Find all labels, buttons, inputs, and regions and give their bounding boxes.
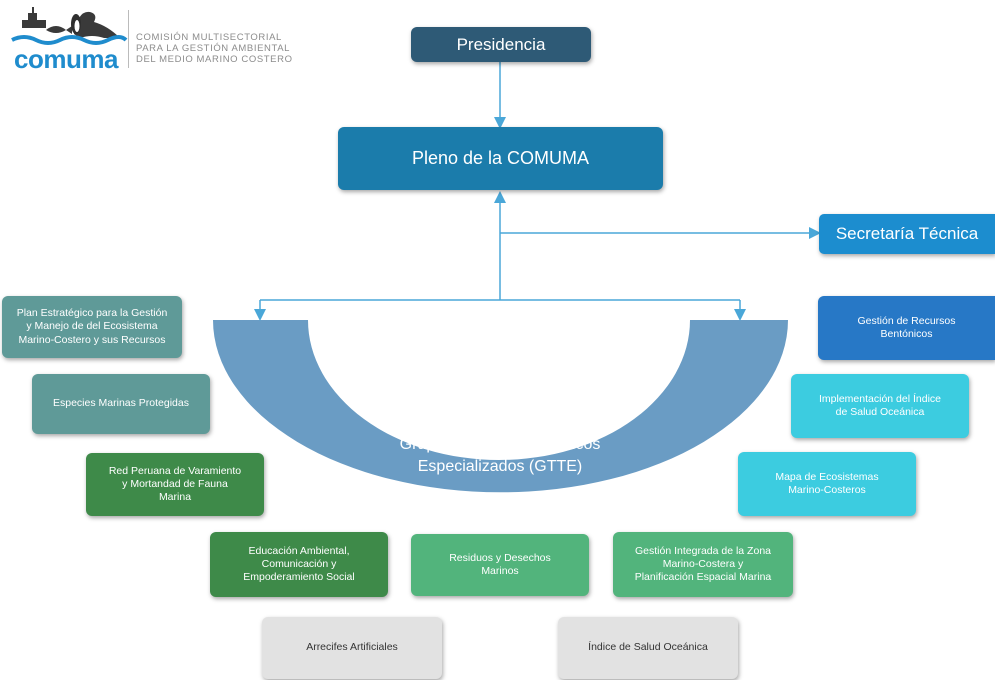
group-educacion: Educación Ambiental, Comunicación y Empo… [210,532,388,597]
comuma-logo: comuma COMISIÓN MULTISECTORIAL PARA LA G… [8,4,308,74]
group-gestion-zona: Gestión Integrada de la Zona Marino-Cost… [613,532,793,597]
group-recursos-bentonicos: Gestión de Recursos Bentónicos [818,296,995,360]
logo-subtitle-line: PARA LA GESTIÓN AMBIENTAL [136,42,291,54]
group-especies: Especies Marinas Protegidas [32,374,210,434]
logo-subtitle-line: DEL MEDIO MARINO COSTERO [136,53,293,65]
presidencia-box: Presidencia [411,27,591,62]
logo-wordmark: comuma [14,44,118,74]
group-implementacion-label: Implementación del Índice de Salud Oceán… [819,392,941,418]
pleno-label: Pleno de la COMUMA [411,148,590,169]
group-recursos-bentonicos-label: Gestión de Recursos Bentónicos [857,314,956,340]
group-implementacion: Implementación del Índice de Salud Oceán… [791,374,969,438]
group-red-peruana-label: Red Peruana de Varamiento y Mortandad de… [108,464,242,504]
group-plan-estrategico: Plan Estratégico para la Gestión y Manej… [2,296,182,358]
group-residuos: Residuos y Desechos Marinos [411,534,589,596]
group-gestion-zona-label: Gestión Integrada de la Zona Marino-Cost… [634,544,772,584]
group-indice: Índice de Salud Oceánica [558,617,738,679]
secretaria-label: Secretaría Técnica [835,224,979,244]
gtte-arc [213,320,788,493]
group-especies-label: Especies Marinas Protegidas [53,397,189,410]
gtte-label-text: Grupos de Trabajo Técnicos Especializado… [399,436,601,475]
group-arrecifes: Arrecifes Artificiales [262,617,442,679]
group-residuos-label: Residuos y Desechos Marinos [449,551,551,577]
group-arrecifes-label: Arrecifes Artificiales [306,641,398,654]
logo-subtitle: COMISIÓN MULTISECTORIAL PARA LA GESTIÓN … [136,32,293,66]
presidencia-label: Presidencia [456,34,546,54]
logo-emblem-icon [11,7,128,45]
group-educacion-label: Educación Ambiental, Comunicación y Empo… [243,544,355,584]
logo-divider [128,10,129,68]
gtte-label: Grupos de Trabajo Técnicos Especializado… [340,434,660,477]
logo-subtitle-line: COMISIÓN MULTISECTORIAL [136,32,282,43]
group-indice-label: Índice de Salud Oceánica [588,641,708,654]
group-plan-estrategico-label: Plan Estratégico para la Gestión y Manej… [16,307,168,346]
group-red-peruana: Red Peruana de Varamiento y Mortandad de… [86,453,264,516]
pleno-box: Pleno de la COMUMA [338,127,663,190]
group-mapa: Mapa de Ecosistemas Marino-Costeros [738,452,916,516]
secretaria-box: Secretaría Técnica [819,214,995,254]
group-mapa-label: Mapa de Ecosistemas Marino-Costeros [775,470,879,496]
